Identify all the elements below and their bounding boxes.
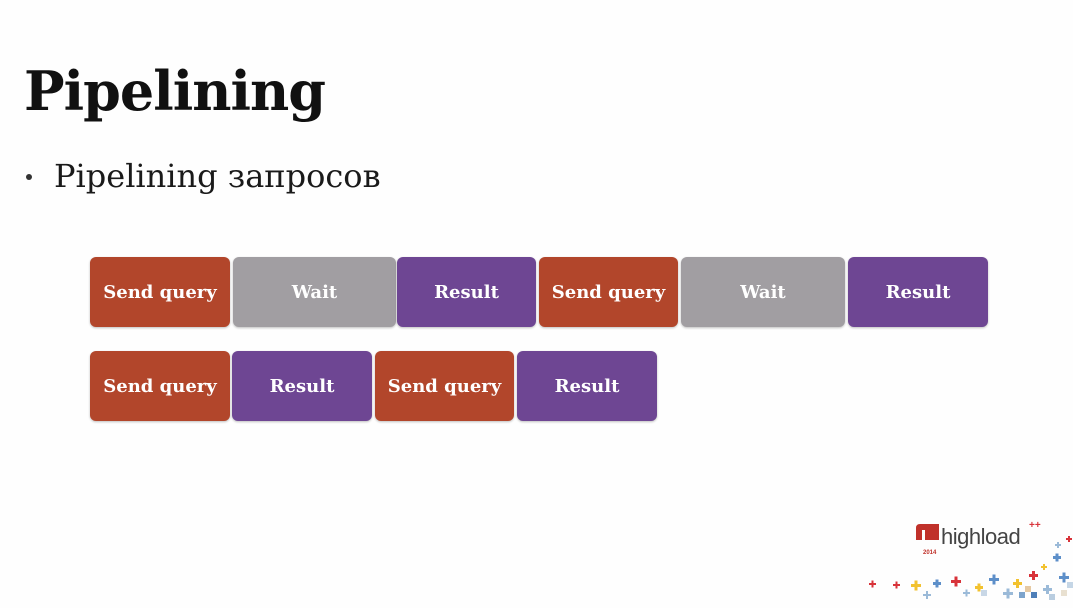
send-query-block: Send query — [90, 257, 230, 327]
block-label: Result — [269, 375, 335, 397]
wait-block: Wait — [233, 257, 396, 327]
logo-superscript: ++ — [1029, 520, 1041, 531]
block-label: Send query — [551, 281, 666, 303]
block-label: Result — [434, 281, 499, 303]
result-block: Result — [517, 351, 657, 421]
send-query-block: Send query — [539, 257, 678, 327]
send-query-block: Send query — [375, 351, 514, 421]
block-label: Result — [885, 281, 951, 303]
block-label: Result — [554, 375, 620, 397]
send-query-block: Send query — [90, 351, 230, 421]
bullet-dot-icon — [26, 174, 32, 180]
highload-logo: highload ++ 2014 — [863, 514, 1073, 604]
wait-block: Wait — [681, 257, 845, 327]
highload-logo-icon — [869, 524, 1073, 600]
block-label: Send query — [387, 375, 502, 397]
block-label: Send query — [103, 281, 217, 303]
result-block: Result — [232, 351, 372, 421]
logo-year: 2014 — [923, 550, 937, 556]
result-block: Result — [848, 257, 988, 327]
block-label: Wait — [291, 281, 338, 303]
block-label: Send query — [103, 375, 217, 397]
bullet-text: Pipelining запросов — [54, 157, 381, 195]
slide-title: Pipelining — [24, 59, 326, 123]
result-block: Result — [397, 257, 536, 327]
bullet-item: Pipelining запросов — [26, 154, 381, 198]
logo-wordmark: highload — [941, 524, 1021, 549]
block-label: Wait — [740, 281, 786, 303]
